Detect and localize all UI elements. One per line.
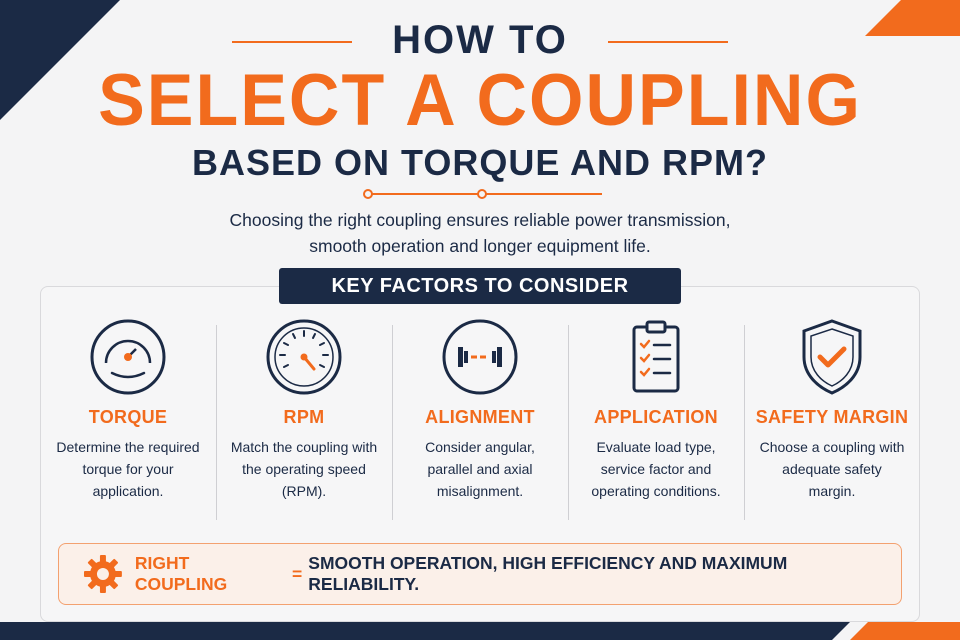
factor-safety-margin: SAFETY MARGIN Choose a coupling with ade… — [744, 315, 920, 520]
shield-check-icon — [802, 319, 862, 395]
factor-description: Match the coupling with the operating sp… — [230, 439, 378, 499]
speedometer-icon — [266, 319, 342, 395]
key-factors-heading: KEY FACTORS TO CONSIDER — [279, 268, 681, 304]
corner-decoration-top-left — [0, 0, 120, 120]
intro-line-2: smooth operation and longer equipment li… — [309, 236, 651, 256]
factor-description: Evaluate load type, service factor and o… — [591, 439, 721, 499]
title-line-2: SELECT A COUPLING — [98, 59, 862, 141]
factor-title: SAFETY MARGIN — [755, 407, 909, 427]
factor-description: Choose a coupling with adequate safety m… — [759, 439, 905, 499]
intro-text: Choosing the right coupling ensures reli… — [0, 207, 960, 259]
bottom-bar-navy — [0, 622, 850, 640]
factor-description: Determine the required torque for your a… — [56, 439, 200, 499]
factor-torque: TORQUE Determine the required torque for… — [40, 315, 216, 520]
factor-description: Consider angular, parallel and axial mis… — [425, 439, 535, 499]
divider-dot-left — [363, 189, 373, 199]
factor-title: RPM — [283, 407, 325, 427]
title-accent-line-left — [232, 41, 352, 43]
result-equals: = — [292, 563, 303, 584]
factor-application: APPLICATION Evaluate load type, service … — [568, 315, 744, 520]
result-banner: RIGHT COUPLING = SMOOTH OPERATION, HIGH … — [58, 543, 902, 605]
title-accent-line-right — [608, 41, 728, 43]
torque-gauge-icon — [90, 319, 166, 395]
alignment-icon — [442, 319, 518, 395]
gear-icon — [83, 555, 122, 593]
factor-title: ALIGNMENT — [425, 407, 535, 427]
factor-list: TORQUE Determine the required torque for… — [40, 315, 920, 520]
factor-alignment: ALIGNMENT Consider angular, parallel and… — [392, 315, 568, 520]
factor-title: APPLICATION — [594, 407, 718, 427]
title-line-3: BASED ON TORQUE AND RPM? — [191, 142, 769, 183]
intro-line-1: Choosing the right coupling ensures reli… — [229, 210, 731, 230]
bottom-bar-orange — [850, 622, 960, 640]
factor-title: TORQUE — [88, 407, 168, 427]
checklist-clipboard-icon — [632, 320, 680, 393]
result-label: RIGHT COUPLING — [134, 553, 228, 594]
result-text: SMOOTH OPERATION, HIGH EFFICIENCY AND MA… — [308, 553, 788, 594]
divider-dot-center — [477, 189, 487, 199]
factor-rpm: RPM Match the coupling with the operatin… — [216, 315, 392, 520]
title-line-1: HOW TO — [392, 18, 568, 62]
